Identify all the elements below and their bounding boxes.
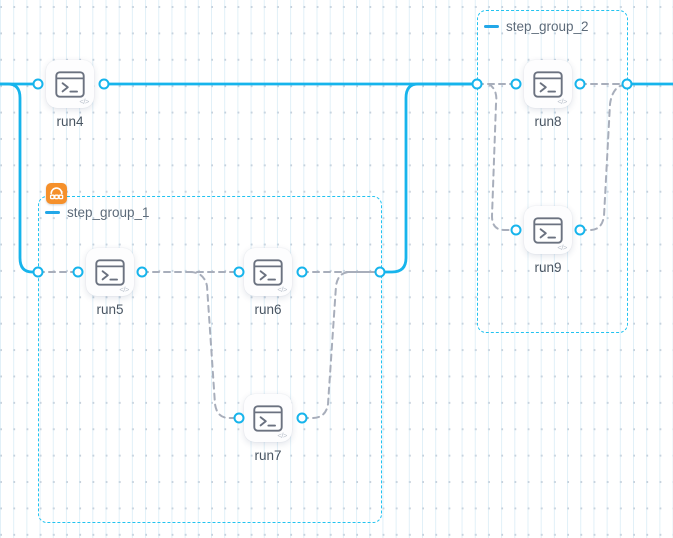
node-card-run8[interactable]: </> [524,60,572,108]
code-badge: </> [277,284,287,294]
port-group1-out[interactable] [374,266,386,278]
node-label-run8: run8 [534,114,562,129]
port-run6-out[interactable] [296,266,308,278]
terminal-glyph [95,258,125,286]
port-run9-out[interactable] [574,224,586,236]
node-label-run5: run5 [96,302,124,317]
port-run9-in[interactable] [510,224,522,236]
node-run6[interactable]: </> run6 [244,248,292,317]
loop-icon[interactable] [46,183,67,204]
port-run4-in[interactable] [32,78,44,90]
terminal-glyph [533,70,563,98]
node-card-run5[interactable]: </> [86,248,134,296]
group-title-step_group_1: step_group_1 [67,205,150,220]
port-group2-out[interactable] [621,78,633,90]
node-card-run6[interactable]: </> [244,248,292,296]
port-run5-out[interactable] [136,266,148,278]
collapse-minus-icon[interactable] [45,211,60,214]
code-badge: </> [557,96,567,106]
terminal-glyph [253,404,283,432]
port-group2-in[interactable] [471,78,483,90]
code-badge: </> [119,284,129,294]
node-run5[interactable]: </> run5 [86,248,134,317]
group-label-step_group_2[interactable]: step_group_2 [484,19,589,34]
node-run4[interactable]: </> run4 [46,60,94,129]
group-step_group_2[interactable] [477,10,628,333]
port-run8-out[interactable] [574,78,586,90]
terminal-glyph [253,258,283,286]
port-run6-in[interactable] [233,266,245,278]
code-badge: </> [79,96,89,106]
node-card-run7[interactable]: </> [244,394,292,442]
terminal-glyph [533,216,563,244]
node-run7[interactable]: </> run7 [244,394,292,463]
port-group1-in[interactable] [32,266,44,278]
node-card-run4[interactable]: </> [46,60,94,108]
terminal-glyph [55,70,85,98]
node-label-run6: run6 [254,302,282,317]
port-run7-out[interactable] [296,412,308,424]
port-run4-out[interactable] [98,78,110,90]
group-label-step_group_1[interactable]: step_group_1 [45,205,150,220]
node-label-run7: run7 [254,448,282,463]
node-label-run4: run4 [56,114,84,129]
code-badge: </> [277,430,287,440]
group-title-step_group_2: step_group_2 [506,19,589,34]
node-run9[interactable]: </> run9 [524,206,572,275]
port-run8-in[interactable] [510,78,522,90]
port-run7-in[interactable] [233,412,245,424]
edge-branch-down-to-group1 [0,82,40,274]
edge-group1-out-up [378,82,479,274]
node-run8[interactable]: </> run8 [524,60,572,129]
node-label-run9: run9 [534,260,562,275]
port-run5-in[interactable] [72,266,84,278]
node-card-run9[interactable]: </> [524,206,572,254]
code-badge: </> [557,242,567,252]
collapse-minus-icon[interactable] [484,25,499,28]
group-step_group_1[interactable] [38,196,382,523]
